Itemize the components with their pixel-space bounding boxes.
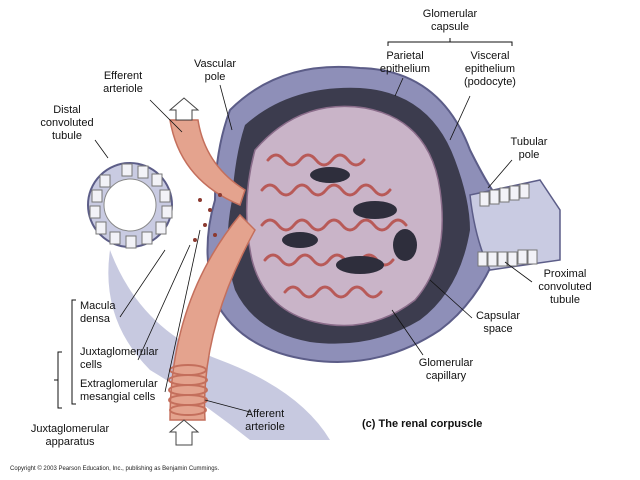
afferent-flow-arrow xyxy=(168,419,200,446)
label-visceral-epithelium: Visceral epithelium (podocyte) xyxy=(464,50,516,88)
leader-lines xyxy=(94,77,533,413)
efferent-flow-arrow xyxy=(168,97,200,121)
capsule-bracket xyxy=(387,38,513,46)
label-glomerular-capillary: Glomerular capillary xyxy=(418,357,474,382)
jga-bracket-inner xyxy=(71,299,76,405)
label-tubular-pole: Tubular pole xyxy=(510,136,548,161)
label-juxtaglomerular-apparatus: Juxtaglomerular apparatus xyxy=(30,423,110,448)
background-tubule xyxy=(108,250,330,440)
label-glomerular-capsule: Glomerular capsule xyxy=(422,8,478,33)
label-macula-densa: Macula densa xyxy=(80,300,116,325)
label-extraglomerular-mesangial-cells: Extraglomerular mesangial cells xyxy=(80,378,158,403)
proximal-tubule-cells xyxy=(477,183,538,267)
label-distal-convoluted-tubule: Distal convoluted tubule xyxy=(40,104,94,142)
figure-title: (c) The renal corpuscle xyxy=(362,418,483,430)
afferent-arteriole xyxy=(169,213,256,421)
label-juxtaglomerular-cells: Juxtaglomerular cells xyxy=(80,346,159,371)
jga-bracket-outer xyxy=(54,351,62,409)
label-afferent-arteriole: Afferent arteriole xyxy=(245,408,285,433)
label-efferent-arteriole: Efferent arteriole xyxy=(103,70,143,95)
juxtaglomerular-cell-dots xyxy=(193,193,222,242)
label-capsular-space: Capsular space xyxy=(475,310,521,335)
efferent-arteriole xyxy=(169,119,246,207)
label-vascular-pole: Vascular pole xyxy=(194,58,236,83)
distal-tubule-cells xyxy=(89,163,173,249)
label-proximal-convoluted-tubule: Proximal convoluted tubule xyxy=(538,268,592,306)
capillary-lumens xyxy=(282,167,417,274)
glomerulus xyxy=(245,105,443,327)
capillary-loops xyxy=(260,153,408,299)
label-parietal-epithelium: Parietal epithelium xyxy=(379,50,431,75)
copyright-notice: Copyright © 2003 Pearson Education, Inc.… xyxy=(10,466,220,472)
